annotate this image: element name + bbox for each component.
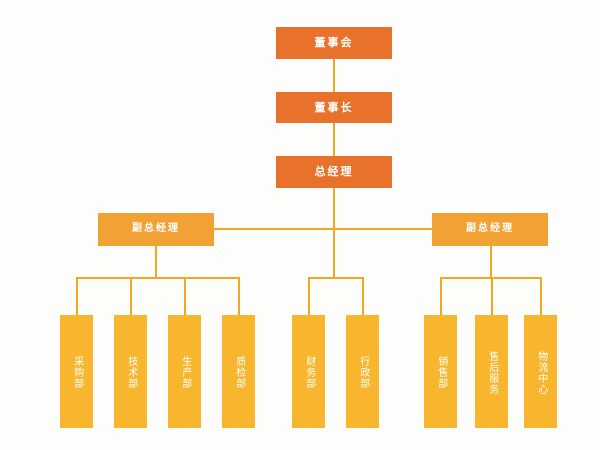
connector-center-group-bus (308, 277, 362, 279)
connector-deputy-bus (205, 228, 435, 230)
connector-chairman-to-gm (333, 123, 335, 156)
node-department-logistics-center[interactable]: 物流中心 (524, 315, 557, 428)
node-department-technology[interactable]: 技术部 (114, 315, 147, 428)
node-board-of-directors[interactable]: 董事会 (276, 27, 392, 59)
connector-left-drop-2 (130, 277, 132, 315)
connector-deputy-left-drop (155, 246, 157, 278)
node-chairman[interactable]: 董事长 (276, 92, 392, 123)
connector-right-drop-2 (491, 277, 493, 315)
node-general-manager[interactable]: 总经理 (276, 156, 392, 188)
node-department-after-sales-service[interactable]: 售后服务 (475, 315, 508, 428)
connector-right-drop-1 (440, 277, 442, 315)
connector-deputy-right-drop (490, 246, 492, 278)
node-deputy-general-manager-right[interactable]: 副总经理 (432, 213, 548, 246)
connector-center-spine-down (333, 228, 335, 278)
node-department-production[interactable]: 生产部 (168, 315, 201, 428)
connector-center-drop-1 (308, 277, 310, 315)
connector-left-drop-1 (76, 277, 78, 315)
connector-board-to-chairman (333, 59, 335, 92)
node-deputy-general-manager-left[interactable]: 副总经理 (98, 213, 214, 246)
connector-center-drop-2 (362, 277, 364, 315)
node-department-administration[interactable]: 行政部 (346, 315, 379, 428)
connector-gm-to-bus (333, 188, 335, 229)
connector-left-group-bus (76, 277, 240, 279)
node-department-quality-inspection[interactable]: 质检部 (222, 315, 255, 428)
connector-left-drop-4 (238, 277, 240, 315)
node-department-procurement[interactable]: 采购部 (60, 315, 93, 428)
connector-right-drop-3 (540, 277, 542, 315)
node-department-finance[interactable]: 财务部 (292, 315, 325, 428)
node-department-sales[interactable]: 销售部 (424, 315, 457, 428)
connector-left-drop-3 (184, 277, 186, 315)
